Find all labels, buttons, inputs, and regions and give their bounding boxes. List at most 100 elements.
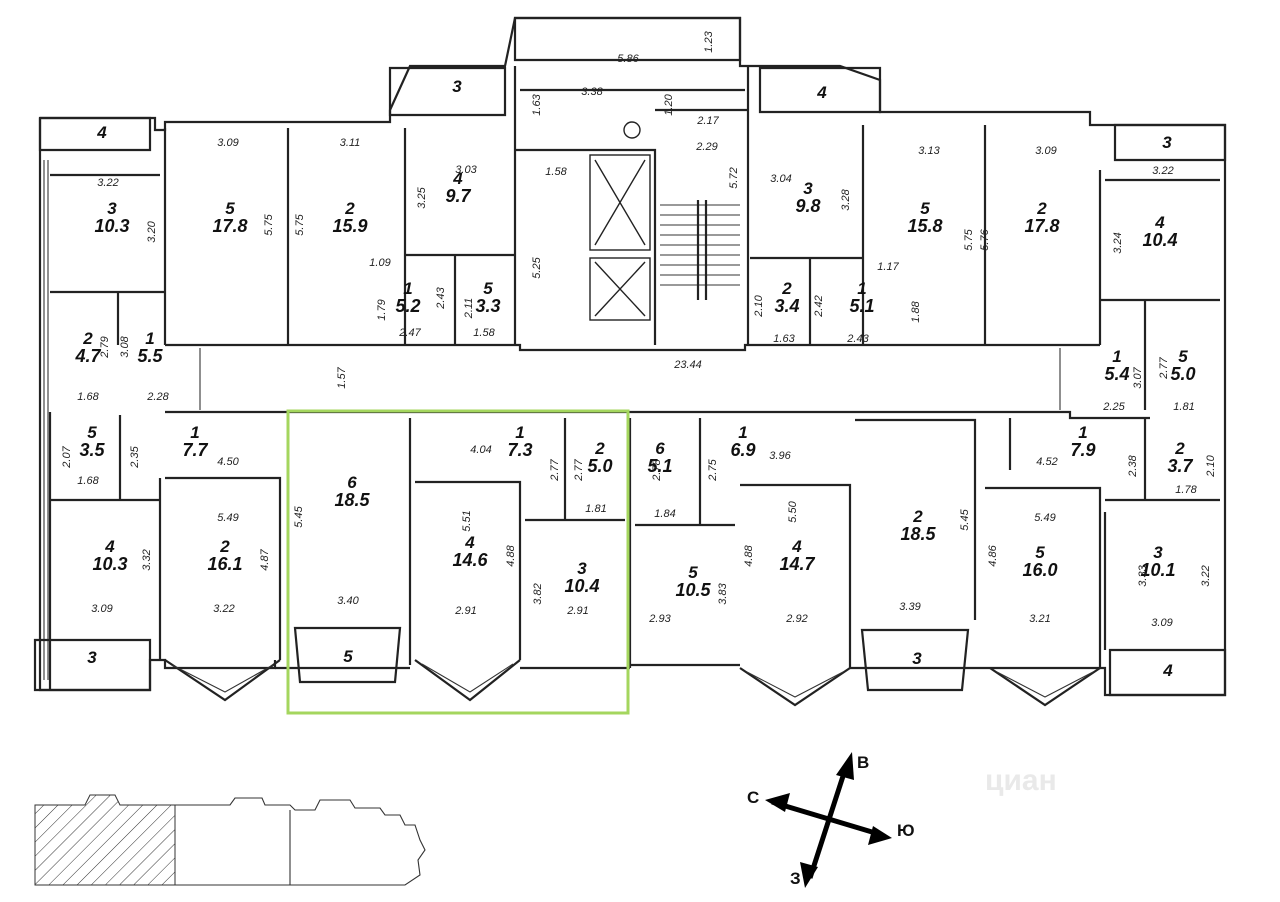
room-label: 515.8 [907,199,942,236]
dimension-label: 1.23 [703,30,715,52]
room-label: 410.4 [1142,213,1177,250]
room-area: 10.4 [1142,230,1177,250]
room-number: 2 [219,537,230,556]
room-label: 16.9 [730,423,755,460]
room-area: 3.5 [79,440,105,460]
dimension-label: 1.57 [336,366,348,388]
room-label: 216.1 [207,537,242,574]
dimension-label: 3.22 [1152,165,1173,177]
room-number: 6 [347,473,357,492]
dimension-label: 5.86 [617,53,639,65]
dimension-label: 3.07 [1132,366,1144,388]
room-number: 6 [655,439,665,458]
dimension-label: 5.75 [963,228,975,250]
dimension-label: 1.58 [473,327,495,339]
room-number: 2 [1036,199,1047,218]
room-area: 9.8 [795,196,820,216]
room-number: 3 [577,559,587,578]
dimension-label: 3.21 [1029,613,1050,625]
dimension-label: 2.93 [648,613,671,625]
room-area: 5.0 [587,456,612,476]
dimension-label: 5.75 [263,213,275,235]
dimension-label: 1.84 [654,508,675,520]
room-number: 2 [912,507,923,526]
dimension-label: 4.88 [505,544,517,566]
room-number: 5 [688,563,698,582]
dimension-label: 4.50 [217,456,239,468]
dimension-label: 2.43 [846,333,869,345]
room-number: 5 [1178,347,1188,366]
room-label: 414.7 [779,537,815,574]
room-label: 23.7 [1167,439,1193,476]
room-number: 1 [145,329,154,348]
room-number: 2 [1174,439,1185,458]
dimension-label: 5.45 [959,508,971,530]
dimension-label: 3.13 [918,145,940,157]
balconies [33,16,1227,707]
room-area: 9.7 [445,186,471,206]
room-label: 53.3 [475,279,500,316]
dimension-label: 1.63 [773,333,795,345]
room-area: 5.5 [137,346,163,366]
dimension-label: 2.47 [398,327,421,339]
dimension-label: 3.22 [213,603,234,615]
dimension-label: 3.33 [1137,564,1149,586]
room-area: 10.3 [92,554,127,574]
room-area: 3.4 [774,296,799,316]
room-number: 2 [781,279,792,298]
dimension-label: 5.25 [531,256,543,278]
dimension-label: 2.07 [61,445,73,468]
dimension-label: 3.32 [141,549,153,570]
dimension-label: 2.35 [129,445,141,468]
dimension-label: 4.52 [1036,456,1057,468]
dimension-label: 5.45 [293,505,305,527]
compass-label-east: В [857,753,869,772]
room-label: 15.1 [849,279,874,316]
dimension-label: 5.75 [294,213,306,235]
room-area: 5.0 [1170,364,1195,384]
dimension-label: 3.09 [91,603,112,615]
dimension-label: 2.77 [1158,356,1170,379]
room-label: 517.8 [212,199,247,236]
dimension-label: 3.40 [337,595,359,607]
dimension-label: 1.88 [910,300,922,322]
dimension-label: 2.10 [753,294,765,317]
dimension-label: 2.38 [1127,454,1139,477]
room-area: 15.9 [332,216,367,236]
room-number: 1 [857,279,866,298]
dimension-label: 1.81 [585,503,606,515]
dimension-label: 3.09 [1151,617,1172,629]
compass-label-west: З [790,869,801,888]
dimension-label: 3.24 [1112,232,1124,253]
room-number: 1 [1078,423,1087,442]
room-area: 10.1 [1140,560,1175,580]
dimension-label: 3.25 [416,186,428,208]
room-number: 3 [1153,543,1163,562]
dimension-label: 2.17 [696,115,719,127]
room-area: 15.8 [907,216,942,236]
balcony-number: 3 [87,648,97,667]
dimension-label: 3.20 [146,220,158,242]
dimension-label: 4.88 [743,544,755,566]
dimension-label: 4.87 [259,548,271,570]
compass-label-north: С [747,788,759,807]
room-area: 3.3 [475,296,500,316]
room-label: 15.4 [1104,347,1129,384]
room-label: 25.0 [587,439,612,476]
room-area: 16.0 [1022,560,1057,580]
dimension-label: 2.79 [99,336,111,358]
room-label: 215.9 [332,199,367,236]
balcony-number: 4 [816,83,827,102]
dimension-label: 2.28 [146,391,169,403]
selected-apartment-highlight [286,409,630,715]
dimension-label: 5.76 [979,228,991,250]
dimension-label: 2.75 [707,458,719,481]
watermark-logo: циан [985,764,1057,797]
room-area: 5.4 [1104,364,1129,384]
balcony-number: 5 [343,647,353,666]
dimension-label: 1.17 [877,261,899,273]
room-number: 1 [515,423,524,442]
room-number: 5 [920,199,930,218]
